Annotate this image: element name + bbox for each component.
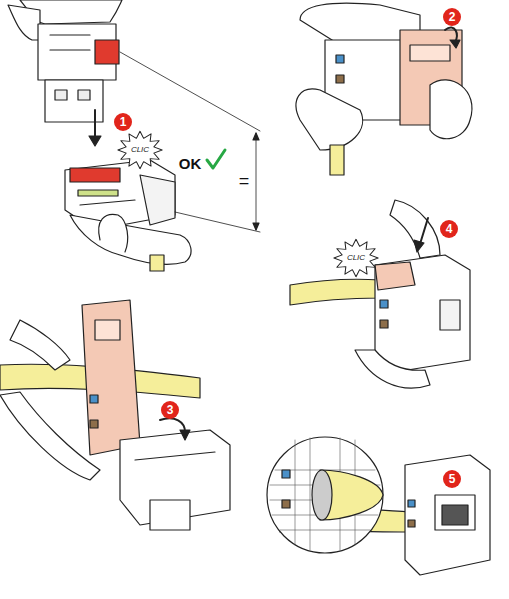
click-label: CLIC [131, 146, 149, 154]
callout-number: 4 [440, 220, 458, 238]
ok-label: OK [179, 156, 202, 171]
callout-number: 2 [443, 8, 461, 26]
equal-sign: = [239, 172, 250, 190]
callout-number: 5 [443, 470, 461, 488]
click-label: CLIC [347, 254, 365, 262]
callout-number: 1 [114, 113, 132, 131]
callout-number: 3 [161, 401, 179, 419]
